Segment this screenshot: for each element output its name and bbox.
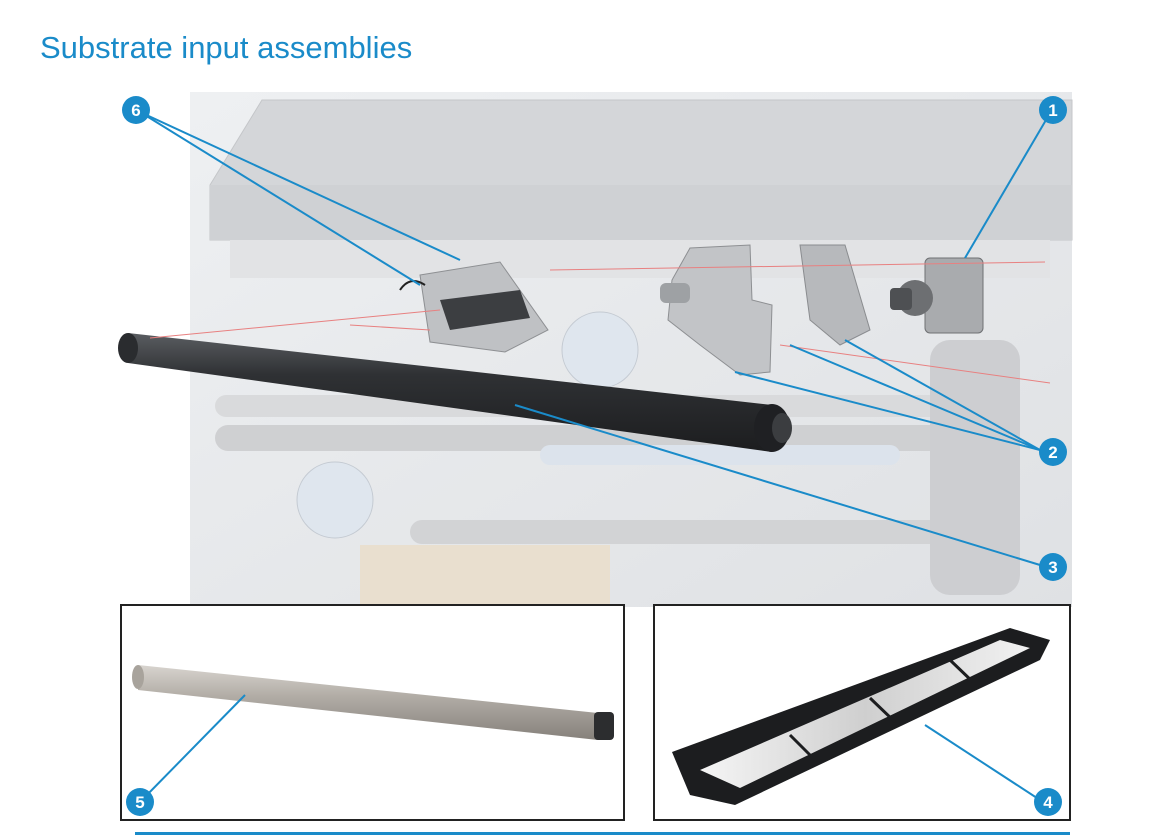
roller-guide	[540, 445, 900, 465]
cardboard-box	[360, 545, 610, 607]
callout-leaders	[139, 111, 1047, 801]
callout-4-label: 4	[1043, 793, 1053, 812]
callout-5: 5	[126, 788, 154, 816]
main-input-roller	[118, 333, 792, 452]
callout-2: 2	[1039, 438, 1067, 466]
callout-1-label: 1	[1048, 101, 1057, 120]
left-bracket-assembly	[399, 261, 549, 353]
spindle-hub-1	[561, 311, 639, 389]
callout-6: 6	[122, 96, 150, 124]
callout-4: 4	[1034, 788, 1062, 816]
callout-5-label: 5	[135, 793, 144, 812]
right-side-frame	[930, 340, 1020, 595]
callout-2-label: 2	[1048, 443, 1057, 462]
exploded-guide-lines	[149, 261, 1051, 384]
detail-box-roller	[120, 604, 625, 821]
callout-3-label: 3	[1048, 558, 1057, 577]
drive-motor-assembly	[890, 257, 984, 334]
background-rail-3	[410, 520, 970, 544]
callout-1: 1	[1039, 96, 1067, 124]
page-title: Substrate input assemblies	[40, 30, 413, 65]
center-bracket-assembly	[660, 244, 871, 376]
printer-background	[190, 92, 1073, 607]
spindle-hub-2	[296, 461, 374, 539]
callout-3: 3	[1039, 553, 1067, 581]
callout-6-label: 6	[131, 101, 140, 120]
detail-box-platen	[653, 604, 1071, 821]
printer-rail	[230, 240, 1050, 278]
printer-front-panel	[210, 185, 1072, 240]
bottom-rule	[135, 832, 1070, 835]
